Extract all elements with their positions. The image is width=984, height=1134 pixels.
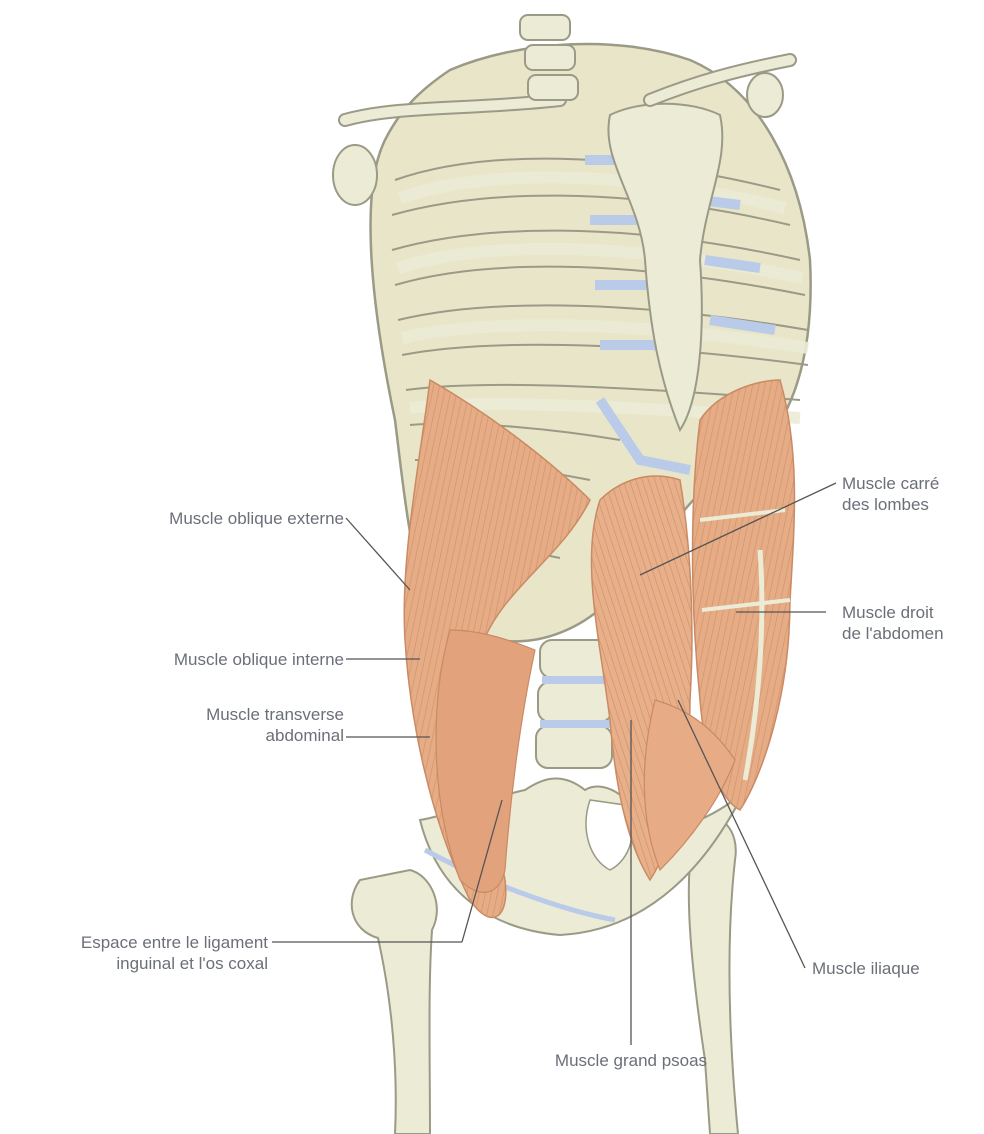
- label-line-2: inguinal et l'os coxal: [6, 953, 268, 974]
- label-line-1: Muscle transverse: [60, 704, 344, 725]
- label-line-1: Espace entre le ligament: [6, 932, 268, 953]
- label-line-1: Muscle carré: [842, 473, 982, 494]
- label-text: Muscle iliaque: [812, 959, 920, 978]
- label-muscle-iliaque: Muscle iliaque: [812, 958, 972, 979]
- label-text: Muscle oblique interne: [174, 650, 344, 669]
- label-muscle-oblique-interne: Muscle oblique interne: [60, 649, 344, 670]
- label-text: Muscle grand psoas: [555, 1051, 707, 1070]
- leader-oblique-externe: [346, 518, 410, 590]
- label-muscle-oblique-externe: Muscle oblique externe: [60, 508, 344, 529]
- label-muscle-droit-abdomen: Muscle droit de l'abdomen: [842, 602, 982, 644]
- label-line-1: Muscle droit: [842, 602, 982, 623]
- label-muscle-transverse-abdominal: Muscle transverse abdominal: [60, 704, 344, 746]
- label-text: Muscle oblique externe: [169, 509, 344, 528]
- label-line-2: de l'abdomen: [842, 623, 982, 644]
- label-line-2: des lombes: [842, 494, 982, 515]
- label-muscle-carre-des-lombes: Muscle carré des lombes: [842, 473, 982, 515]
- label-espace-ligament-inguinal: Espace entre le ligament inguinal et l'o…: [6, 932, 268, 974]
- label-line-2: abdominal: [60, 725, 344, 746]
- femur-left-illustration: [352, 870, 437, 1134]
- label-muscle-grand-psoas: Muscle grand psoas: [500, 1050, 762, 1071]
